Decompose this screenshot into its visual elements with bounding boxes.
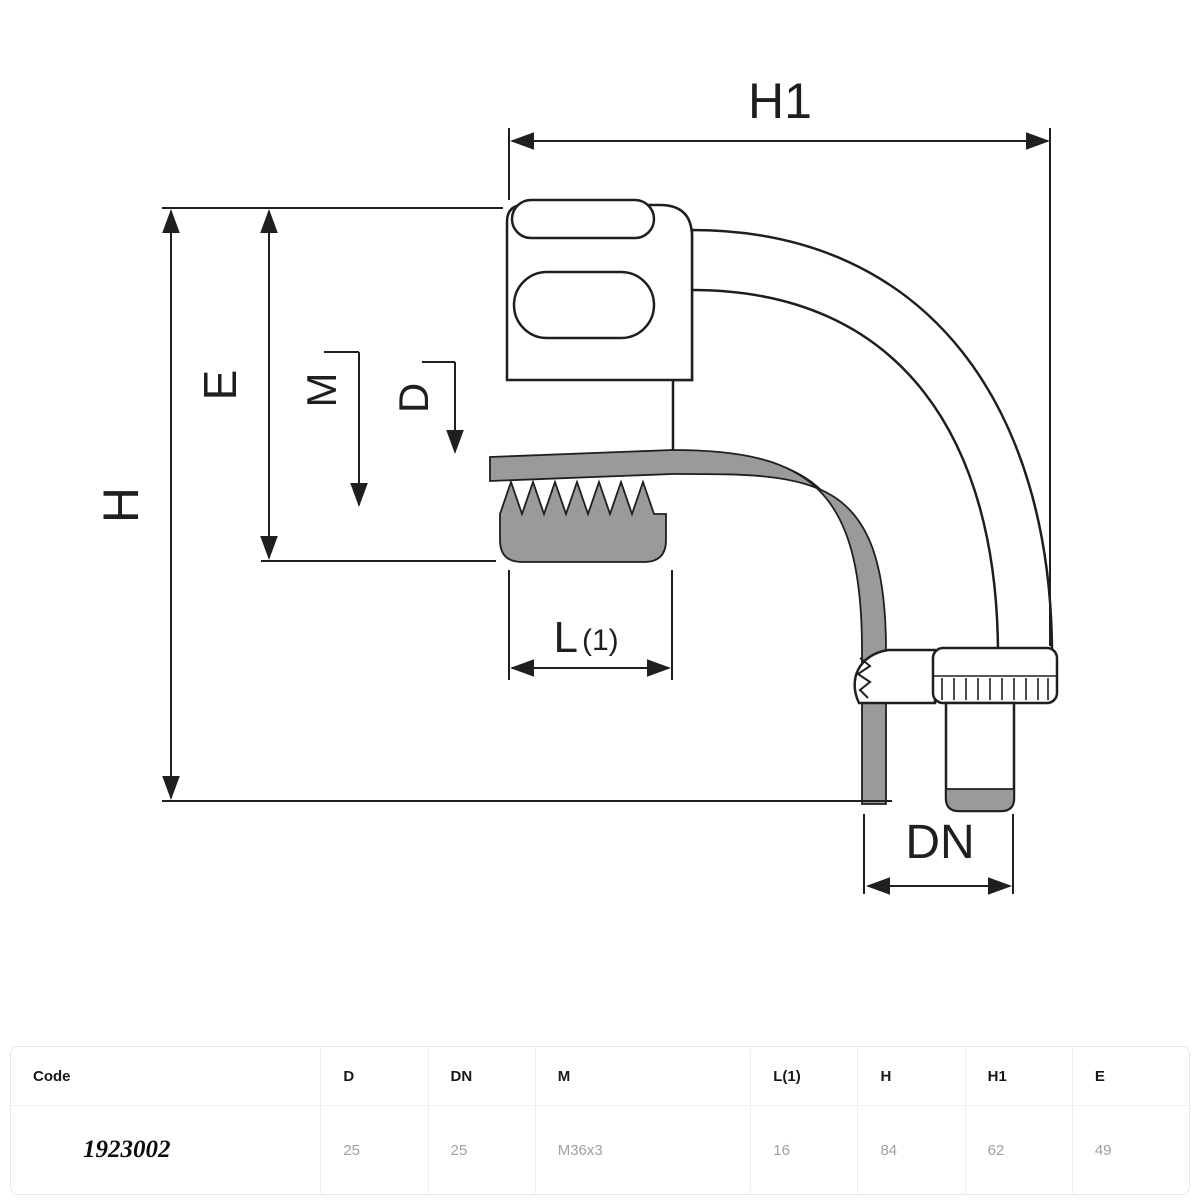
fitting-elbow-drawing: H1 H E M D L (1) DN: [93, 73, 1059, 895]
nut-wing-slot-mid: [512, 270, 656, 340]
dim-l1: [508, 570, 673, 680]
col-header-m: M: [535, 1047, 752, 1106]
dim-label-d: D: [390, 383, 437, 413]
dim-label-dn: DN: [905, 816, 974, 869]
technical-drawing-area: H1 H E M D L (1) DN: [93, 73, 1059, 895]
dim-h: [162, 207, 892, 802]
dim-label-l-sub: (1): [582, 624, 619, 657]
dim-label-h: H: [93, 487, 149, 523]
thread-section: [499, 479, 667, 563]
col-header-dn: DN: [428, 1047, 536, 1106]
col-header-e: E: [1072, 1047, 1189, 1106]
col-header-code: Code: [11, 1047, 322, 1106]
dim-h1: [508, 128, 1051, 646]
cell-h: 84: [857, 1105, 966, 1194]
col-header-d: D: [320, 1047, 429, 1106]
col-header-h: H: [857, 1047, 966, 1106]
cell-dn: 25: [428, 1105, 536, 1194]
break-line-zigzag: [856, 657, 872, 699]
dim-d: [422, 361, 464, 454]
col-header-h1: H1: [965, 1047, 1073, 1106]
outlet-tube-end-band: [945, 788, 1015, 812]
dim-e: [260, 209, 496, 562]
table-header-row: Code D DN M L(1) H H1 E: [11, 1047, 1189, 1106]
nut-wing-slot-top: [510, 198, 656, 240]
table-row: 1923002 25 25 M36x3 16 84 62 49: [11, 1105, 1189, 1194]
cell-code: 1923002: [11, 1105, 322, 1194]
elbow-inner-contour: [691, 288, 1000, 656]
cell-l1: 16: [750, 1105, 859, 1194]
cell-m: M36x3: [535, 1105, 752, 1194]
outlet-flare: [853, 648, 937, 705]
swivel-nut: [505, 198, 694, 382]
conduit-band: [489, 449, 887, 805]
dim-m: [324, 351, 368, 507]
dim-dn: [863, 814, 1014, 895]
dim-label-m: M: [298, 373, 345, 408]
spec-table: Code D DN M L(1) H H1 E 1923002 25 25 M3…: [10, 1046, 1190, 1195]
cell-h1: 62: [965, 1105, 1073, 1194]
outlet-collar: [931, 646, 1059, 705]
dim-label-l: L: [554, 613, 578, 662]
collar-ridges: [941, 678, 1049, 700]
dim-label-e: E: [194, 370, 246, 401]
col-header-l1: L(1): [750, 1047, 859, 1106]
cell-d: 25: [320, 1105, 429, 1194]
cell-e: 49: [1094, 1141, 1112, 1159]
dim-label-h1: H1: [748, 73, 812, 129]
